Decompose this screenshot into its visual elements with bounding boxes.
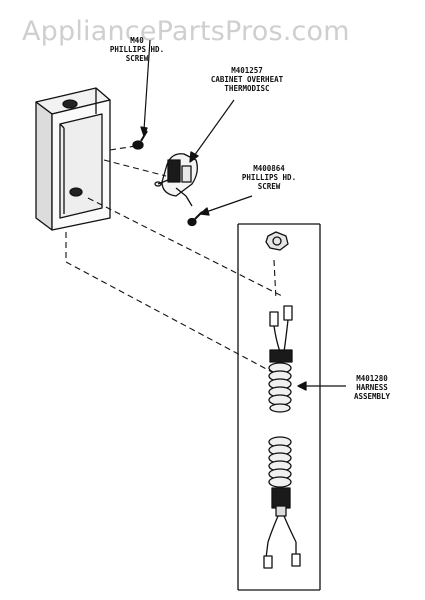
label-thermodisc-line1: CABINET OVERHEAT bbox=[210, 75, 284, 84]
label-harness-line2: ASSEMBLY bbox=[353, 392, 391, 401]
thermodisc-part bbox=[154, 153, 198, 207]
label-thermodisc-part-no: M401257 bbox=[231, 66, 263, 75]
label-screw-mid-line1: PHILLIPS HD. bbox=[241, 173, 297, 182]
label-screw-mid: M400864 PHILLIPS HD. SCREW bbox=[236, 164, 302, 191]
label-harness-part-no: M401280 bbox=[356, 374, 388, 383]
junction-box bbox=[35, 87, 111, 231]
watermark: AppliancePartsPros.com bbox=[22, 16, 350, 47]
label-screw-mid-part-no: M400864 bbox=[253, 164, 285, 173]
label-screw-top-line2: SCREW bbox=[125, 54, 149, 63]
harness-panel bbox=[237, 223, 321, 591]
label-harness-line1: HARNESS bbox=[356, 383, 388, 392]
label-harness: M401280 HARNESS ASSEMBLY bbox=[344, 374, 400, 401]
label-screw-top-part-no: M40 bbox=[130, 36, 144, 45]
label-thermodisc: M401257 CABINET OVERHEAT THERMODISC bbox=[202, 66, 292, 93]
label-screw-top-line1: PHILLIPS HD. bbox=[109, 45, 165, 54]
harness-assembly bbox=[263, 231, 301, 569]
label-screw-top: M40 PHILLIPS HD. SCREW bbox=[106, 36, 168, 63]
label-screw-mid-line2: SCREW bbox=[257, 182, 281, 191]
label-thermodisc-line2: THERMODISC bbox=[224, 84, 270, 93]
